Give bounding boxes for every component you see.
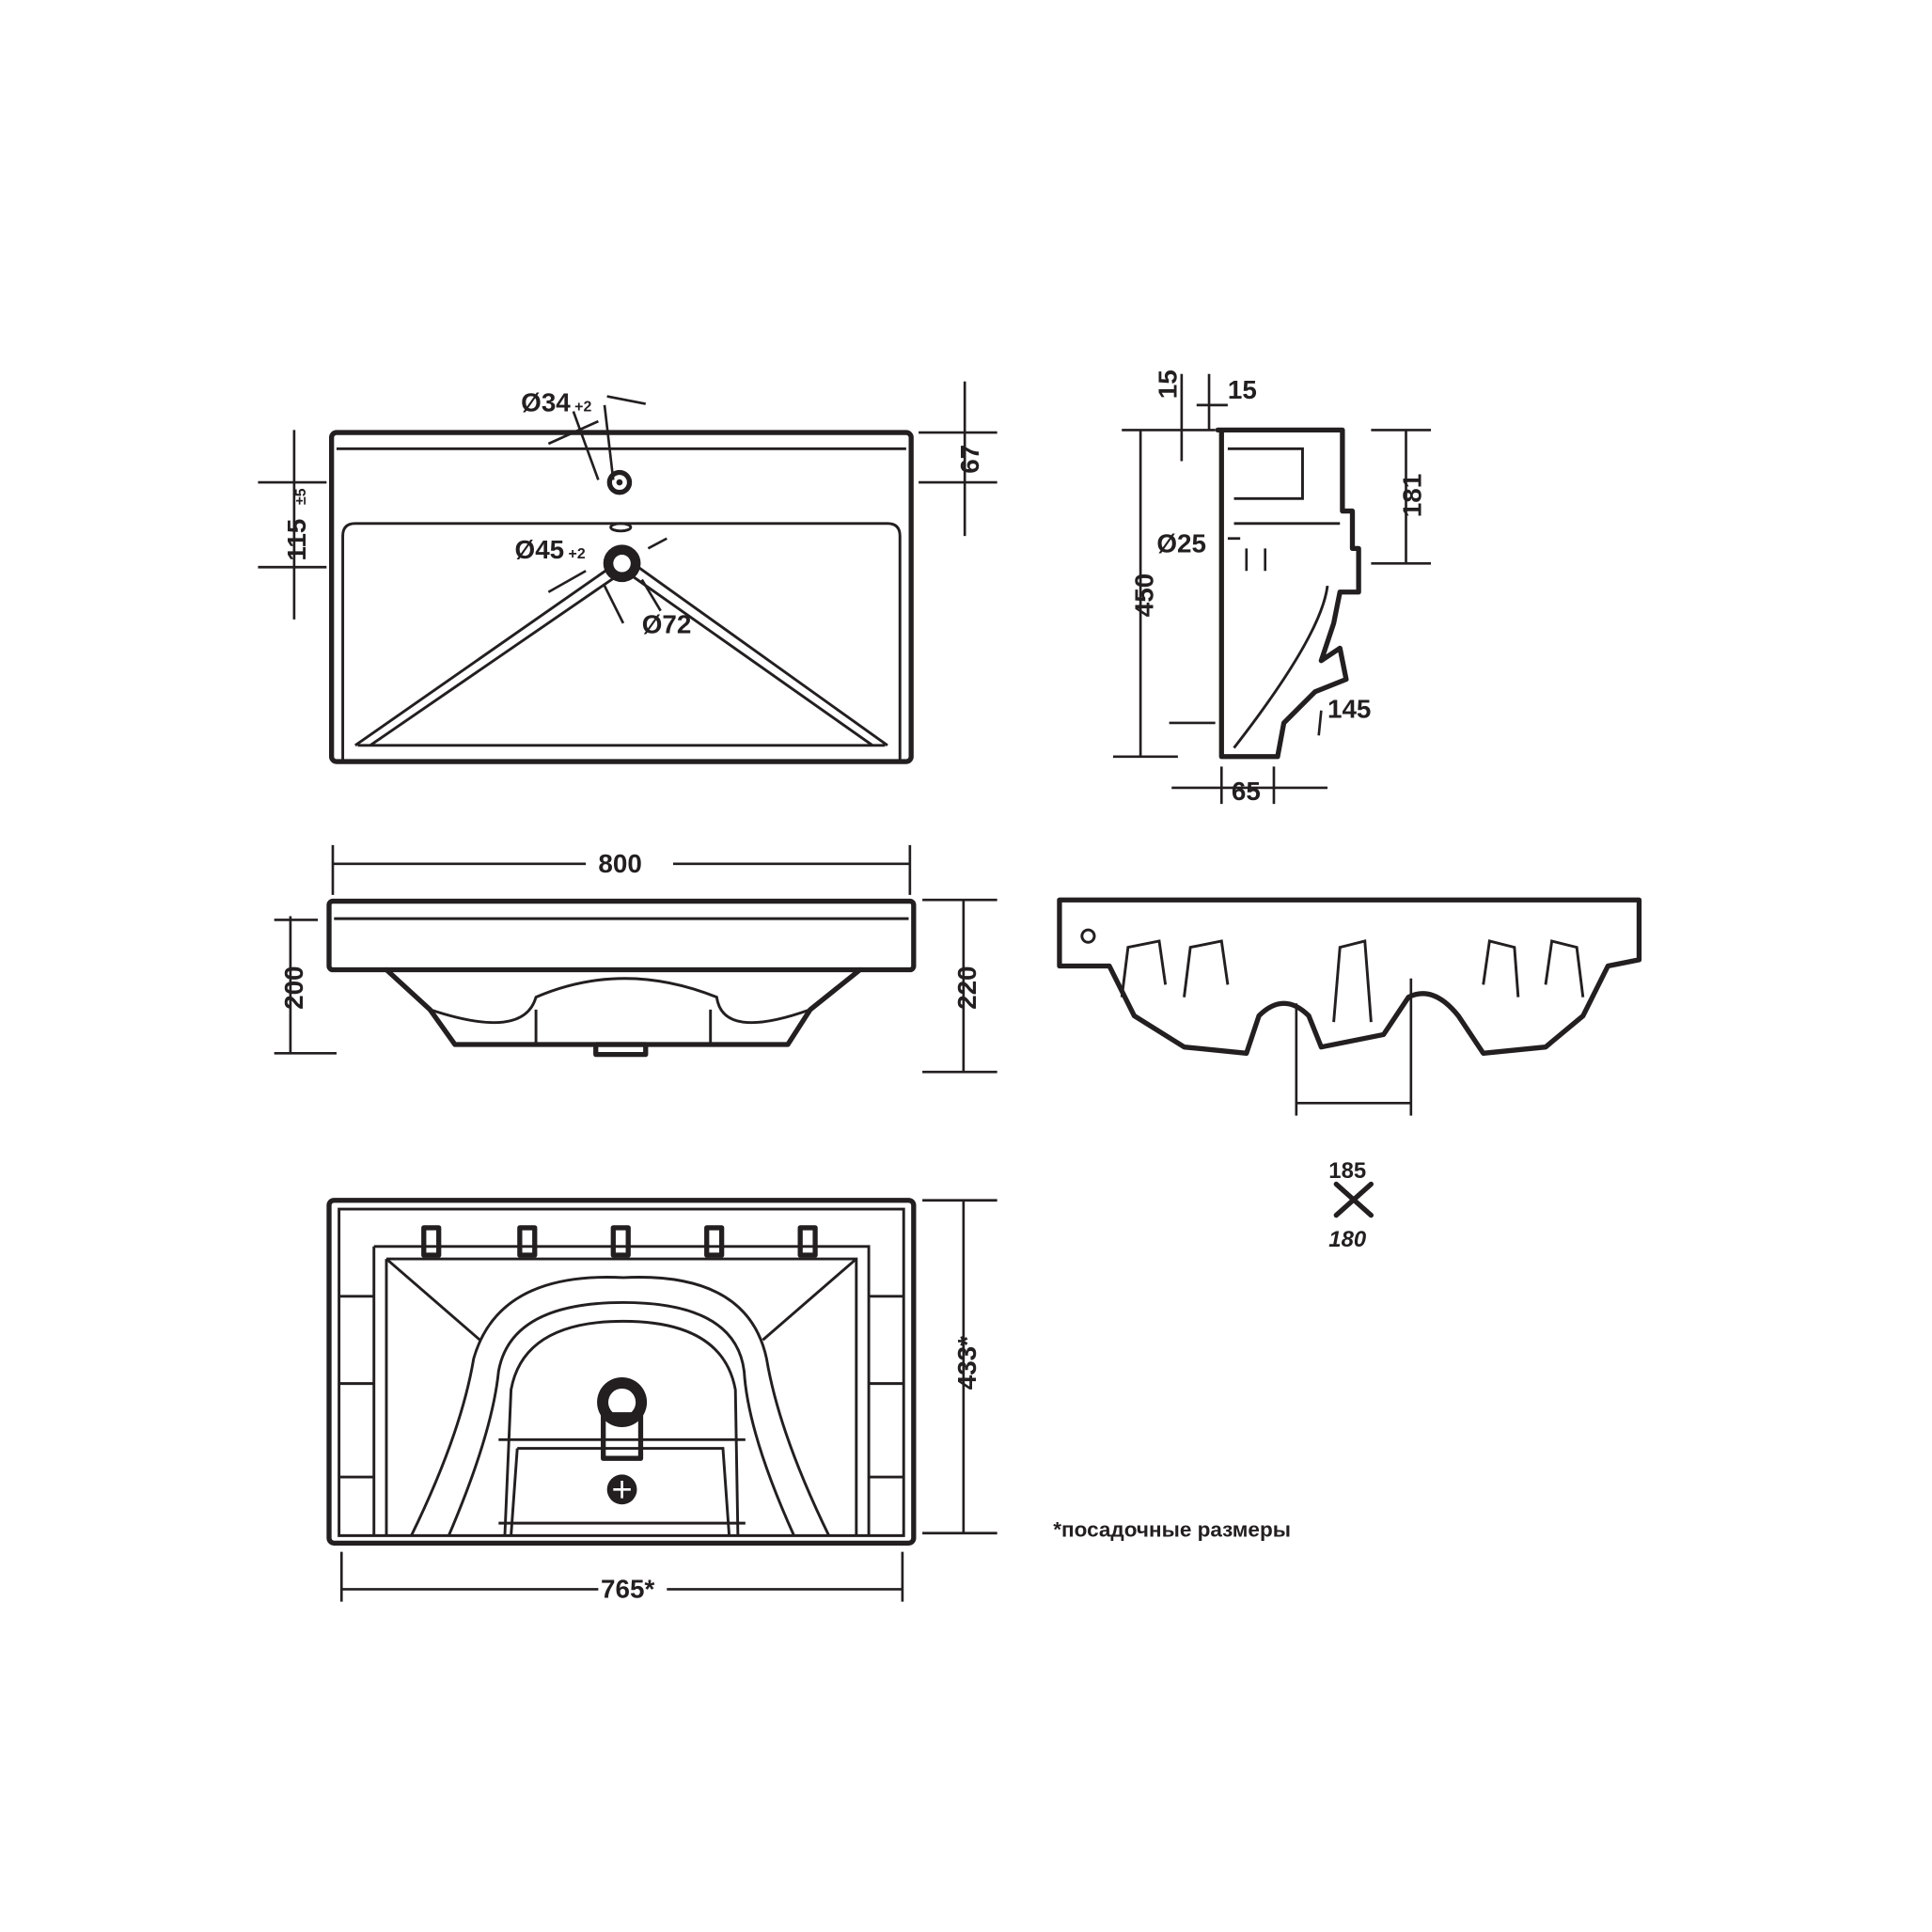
side-view: 15 15 Ø25 450 181 145 65 [1112,369,1432,806]
top-view: Ø34 +2 Ø45 +2 Ø72 115 ±5 67 [258,381,997,764]
front-view: 800 200 220 [274,844,997,1074]
back-view: 185 180 [1057,897,1642,1252]
overflow-label: Ø25 [1156,528,1206,558]
note-mounting-dimensions: *посадочные размеры [1053,1518,1291,1542]
height-left-label: 200 [279,966,308,1009]
bracket-size-a: 185 [1328,1158,1366,1184]
bracket-label: 145 [1327,695,1371,724]
drain-hole-label: Ø45 [515,535,565,564]
height-right-label: 220 [952,966,982,1009]
drain-hole-tolerance: +2 [569,546,586,562]
tap-hole-label: Ø34 [521,388,571,417]
tap-offset-label: 67 [955,445,984,474]
tap-hole-tolerance: +2 [574,400,591,416]
bottom-depth-label: 433* [952,1336,982,1390]
depth-label: 450 [1129,573,1158,617]
base-label: 65 [1232,777,1261,806]
width-label: 800 [598,849,641,878]
drain-offset-label: 115 [282,519,311,561]
bracket-size-b: 180 [1328,1227,1367,1252]
drain-outer-label: Ø72 [642,610,692,639]
height-right-label: 181 [1397,474,1426,517]
drain-offset-tolerance: ±5 [293,488,309,505]
bottom-width-label: 765* [601,1575,654,1604]
rim-a-label: 15 [1154,369,1183,399]
rim-b-label: 15 [1228,375,1257,404]
bottom-view: 765* 433* [326,1198,997,1604]
